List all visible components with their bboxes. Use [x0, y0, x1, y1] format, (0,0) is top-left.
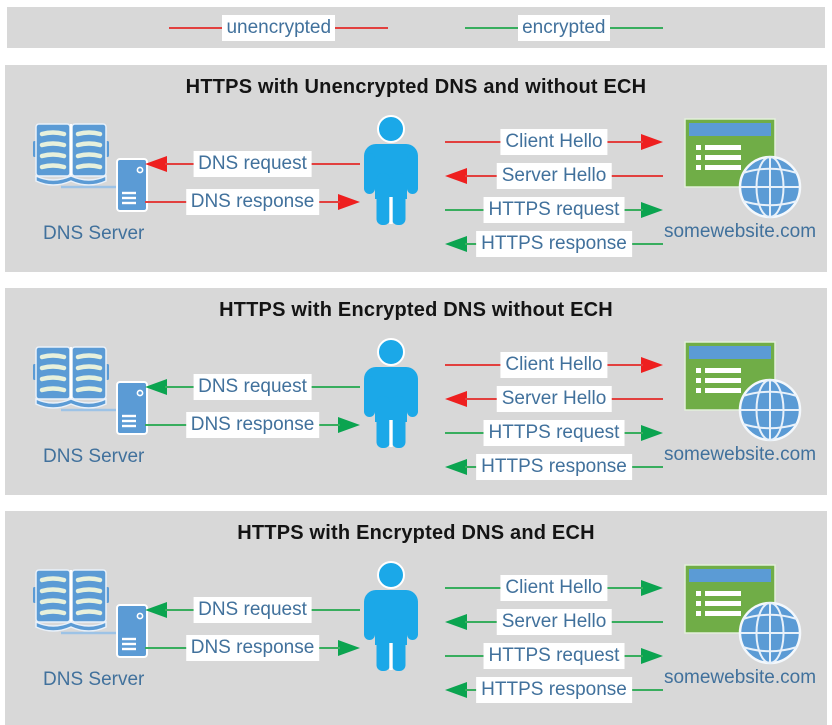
arrow-label: Client Hello — [500, 575, 608, 601]
arrowhead-right-icon — [641, 648, 663, 664]
arrow-label: DNS request — [193, 597, 312, 623]
encrypted-line-icon — [465, 26, 519, 29]
arrowhead-left-icon — [145, 602, 167, 618]
dns-request-arrow: DNS request — [145, 597, 360, 623]
scenario-panel: HTTPS with Encrypted DNS without ECH — [5, 288, 827, 495]
arrow-label: HTTPS request — [483, 420, 625, 446]
arrowhead-left-icon — [445, 459, 467, 475]
dns-response-arrow: DNS response — [145, 189, 360, 215]
arrowhead-right-icon — [641, 425, 663, 441]
dns-server-icon — [33, 123, 148, 212]
unencrypted-line-icon — [335, 26, 389, 29]
user-person-icon — [364, 561, 418, 671]
arrow-label: HTTPS response — [476, 454, 632, 480]
encrypted-line-icon — [609, 26, 663, 29]
https-request-arrow: HTTPS request — [445, 420, 663, 446]
dns-request-arrow: DNS request — [145, 151, 360, 177]
arrowhead-left-icon — [445, 682, 467, 698]
arrowhead-left-icon — [445, 614, 467, 630]
server-tower-icon — [116, 158, 148, 212]
arrowhead-right-icon — [338, 640, 360, 656]
open-book-icon — [33, 346, 109, 409]
dns-request-arrow: DNS request — [145, 374, 360, 400]
arrow-label: DNS request — [193, 374, 312, 400]
arrow-label: Server Hello — [496, 163, 612, 189]
arrowhead-left-icon — [145, 379, 167, 395]
arrow-label: HTTPS request — [483, 197, 625, 223]
legend-item-encrypted: encrypted — [465, 14, 663, 41]
arrow-label: DNS response — [185, 635, 320, 661]
https-response-arrow: HTTPS response — [445, 454, 663, 480]
dns-server-label: DNS Server — [43, 223, 145, 244]
server-hello-arrow: Server Hello — [445, 163, 663, 189]
arrow-label: HTTPS request — [483, 643, 625, 669]
scenario-panel: HTTPS with Encrypted DNS and ECH — [5, 511, 827, 725]
open-book-icon — [33, 569, 109, 632]
open-book-icon — [33, 123, 109, 186]
legend-label: encrypted — [518, 14, 610, 41]
arrowhead-right-icon — [641, 580, 663, 596]
server-tower-icon — [116, 604, 148, 658]
client-hello-arrow: Client Hello — [445, 575, 663, 601]
arrowhead-left-icon — [445, 236, 467, 252]
panel-title: HTTPS with Encrypted DNS and ECH — [237, 522, 595, 544]
website-globe-icon — [684, 564, 802, 665]
https-response-arrow: HTTPS response — [445, 231, 663, 257]
arrow-label: HTTPS response — [476, 677, 632, 703]
arrow-label: DNS response — [185, 412, 320, 438]
https-response-arrow: HTTPS response — [445, 677, 663, 703]
arrow-label: DNS response — [185, 189, 320, 215]
unencrypted-line-icon — [169, 26, 223, 29]
legend-bar: unencrypted encrypted — [7, 7, 825, 48]
scenario-panel: HTTPS with Unencrypted DNS and without E… — [5, 65, 827, 272]
website-label: somewebsite.com — [663, 444, 817, 465]
arrow-label: Client Hello — [500, 129, 608, 155]
user-person-icon — [364, 338, 418, 448]
arrowhead-right-icon — [641, 202, 663, 218]
dns-server-label: DNS Server — [43, 446, 145, 467]
arrow-label: HTTPS response — [476, 231, 632, 257]
website-label: somewebsite.com — [663, 667, 817, 688]
dns-server-icon — [33, 569, 148, 658]
arrowhead-left-icon — [145, 156, 167, 172]
website-globe-icon — [684, 118, 802, 219]
dns-response-arrow: DNS response — [145, 412, 360, 438]
arrowhead-left-icon — [445, 168, 467, 184]
legend-item-unencrypted: unencrypted — [169, 14, 389, 41]
server-hello-arrow: Server Hello — [445, 609, 663, 635]
globe-icon — [738, 378, 802, 442]
arrowhead-right-icon — [641, 134, 663, 150]
legend-label: unencrypted — [222, 14, 336, 41]
arrowhead-left-icon — [445, 391, 467, 407]
user-person-icon — [364, 115, 418, 225]
arrow-label: Client Hello — [500, 352, 608, 378]
panel-title: HTTPS with Unencrypted DNS and without E… — [185, 76, 647, 98]
arrowhead-right-icon — [338, 417, 360, 433]
arrow-label: DNS request — [193, 151, 312, 177]
server-tower-icon — [116, 381, 148, 435]
arrow-label: Server Hello — [496, 386, 612, 412]
server-hello-arrow: Server Hello — [445, 386, 663, 412]
website-label: somewebsite.com — [663, 221, 817, 242]
https-request-arrow: HTTPS request — [445, 643, 663, 669]
client-hello-arrow: Client Hello — [445, 129, 663, 155]
dns-server-label: DNS Server — [43, 669, 145, 690]
globe-icon — [738, 155, 802, 219]
dns-server-icon — [33, 346, 148, 435]
globe-icon — [738, 601, 802, 665]
dns-response-arrow: DNS response — [145, 635, 360, 661]
arrowhead-right-icon — [641, 357, 663, 373]
https-request-arrow: HTTPS request — [445, 197, 663, 223]
website-globe-icon — [684, 341, 802, 442]
browser-window-icon — [684, 564, 776, 634]
arrowhead-right-icon — [338, 194, 360, 210]
client-hello-arrow: Client Hello — [445, 352, 663, 378]
arrow-label: Server Hello — [496, 609, 612, 635]
panel-title: HTTPS with Encrypted DNS without ECH — [219, 299, 613, 321]
